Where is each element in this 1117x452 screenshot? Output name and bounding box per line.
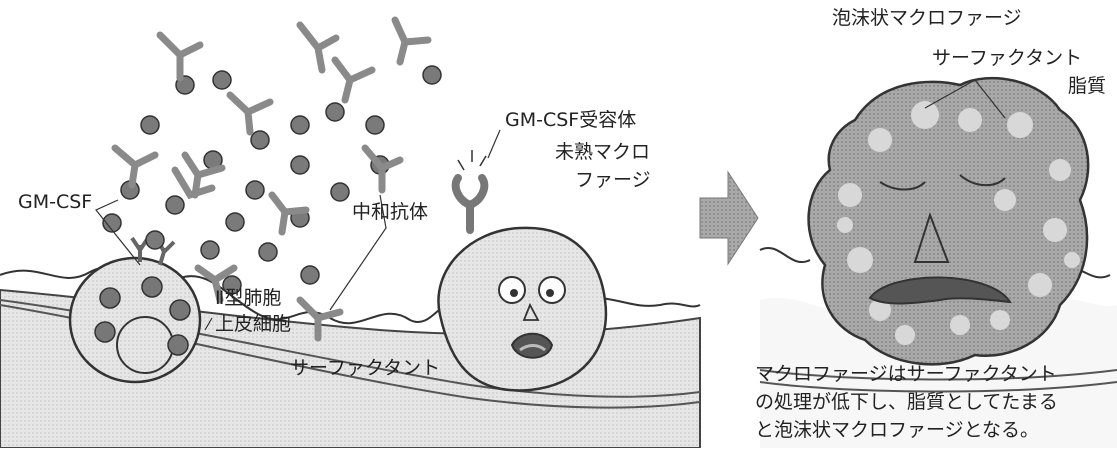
immature-macrophage [437,150,608,392]
foamy-macrophage-title: 泡沫状マクロファージ [832,7,1022,29]
right-arrow-icon [699,170,759,266]
gmcsf-leader [95,199,141,266]
receptor-leader [487,129,501,159]
antibody-leader [329,194,387,311]
surfactant-lipid-leader [924,79,1006,119]
lipid-droplets [837,101,1080,345]
gmcsf-label: GM-CSF [18,191,93,213]
right-panel [759,76,1117,448]
lipid-label: 脂質 [1068,75,1107,97]
receptor-label: GM-CSF受容体 [505,109,637,131]
caption-line: の処理が低下し、脂質としてたまる [755,391,1058,413]
type2-leader [204,317,213,331]
type2-cell-label-line1: Ⅱ型肺胞 [215,287,282,309]
immature-macrophage-label-line2: ファージ [575,169,651,191]
gmcsf-particles [102,65,442,295]
neutralizing-antibodies [111,16,432,342]
left-panel [0,16,701,449]
caption: マクロファージはサーファクタント の処理が低下し、脂質としてたまる と泡沫状マク… [755,360,1113,444]
left-surfactant-label: サーファクタント [290,357,441,379]
caption-line: と泡沫状マクロファージとなる。 [755,419,1040,441]
caption-line: マクロファージはサーファクタント [755,363,1057,385]
foamy-macrophage [807,76,1090,366]
type2-alveolar-cell [68,236,202,384]
right-surfactant-label: サーファクタント [932,47,1083,69]
immature-macrophage-label-line1: 未熟マクロ [555,141,651,163]
antibody-label: 中和抗体 [352,201,429,223]
type2-cell-label-line2: 上皮細胞 [215,313,292,335]
